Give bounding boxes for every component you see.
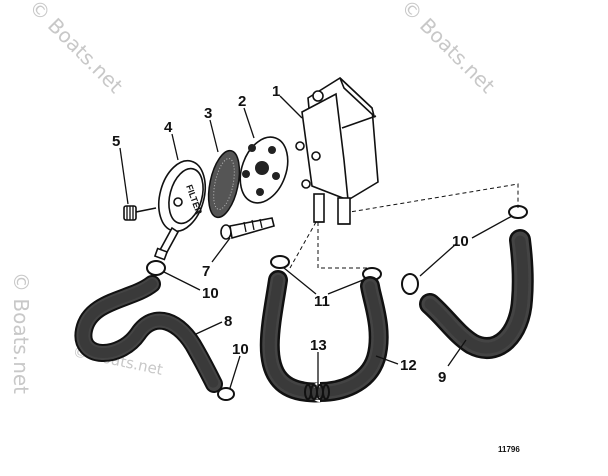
callout-10-lower: 10 bbox=[232, 341, 249, 358]
callout-12: 12 bbox=[400, 357, 417, 374]
clamp-lower-left bbox=[217, 387, 235, 401]
hose-9 bbox=[419, 229, 534, 359]
leader-lines bbox=[119, 95, 513, 389]
callout-labels: 1 2 3 4 5 7 10 8 10 11 13 12 10 9 11796 bbox=[112, 83, 520, 454]
watermark-left: © Boats.net bbox=[9, 272, 33, 394]
hose-12 bbox=[259, 270, 389, 403]
svg-text:© Boats.net: © Boats.net bbox=[24, 0, 127, 98]
filter-screen bbox=[207, 149, 241, 219]
clamp-left bbox=[146, 260, 166, 276]
callout-7: 7 bbox=[202, 263, 210, 280]
pump-screw bbox=[220, 217, 275, 240]
clamp-top-right bbox=[508, 205, 528, 219]
callout-10-right: 10 bbox=[452, 233, 469, 250]
svg-text:© Boats.net: © Boats.net bbox=[396, 0, 499, 98]
cover-screw bbox=[123, 205, 157, 221]
spring-13 bbox=[304, 384, 330, 400]
callout-13: 13 bbox=[310, 337, 327, 354]
callout-9: 9 bbox=[438, 369, 446, 386]
clamp-right bbox=[401, 273, 419, 295]
callout-8: 8 bbox=[224, 313, 232, 330]
svg-text:© Boats.net: © Boats.net bbox=[9, 272, 33, 394]
callout-3: 3 bbox=[204, 105, 212, 122]
hose-8 bbox=[74, 275, 223, 393]
callout-10-left: 10 bbox=[202, 285, 219, 302]
filter-cover: FILTER bbox=[153, 159, 207, 261]
callout-4: 4 bbox=[164, 119, 173, 136]
routing-lines bbox=[289, 183, 519, 269]
callout-11: 11 bbox=[314, 293, 330, 310]
diaphragm bbox=[239, 136, 289, 204]
clamp-upper-left-hose-12 bbox=[270, 255, 290, 269]
callout-1: 1 bbox=[272, 83, 280, 100]
watermark-top-left: © Boats.net bbox=[24, 0, 127, 98]
watermark-top-right: © Boats.net bbox=[396, 0, 499, 98]
fuel-pump-body bbox=[295, 76, 379, 225]
callout-2: 2 bbox=[238, 93, 246, 110]
figure-number: 11796 bbox=[498, 445, 520, 454]
callout-5: 5 bbox=[112, 133, 120, 150]
